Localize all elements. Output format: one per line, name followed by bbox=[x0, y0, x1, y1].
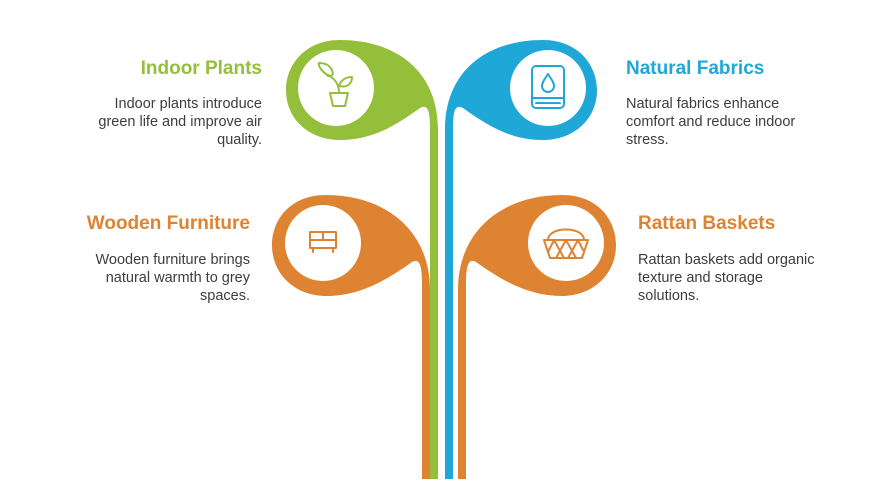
potted-plant-icon bbox=[317, 62, 353, 107]
natural-fabrics-description: Natural fabrics enhance comfort and redu… bbox=[626, 96, 796, 148]
indoor-plants-description: Indoor plants introduce green life and i… bbox=[98, 96, 262, 148]
basket-icon bbox=[543, 228, 589, 259]
indoor-plants-title: Indoor Plants bbox=[140, 58, 262, 79]
rattan-baskets-description: Rattan baskets add organic texture and s… bbox=[638, 252, 815, 304]
natural-fabrics-icon-circle bbox=[510, 50, 586, 126]
rattan-baskets-title: Rattan Baskets bbox=[638, 213, 776, 234]
wooden-furniture-description: Wooden furniture brings natural warmth t… bbox=[95, 252, 251, 304]
folded-fabric-icon bbox=[531, 65, 565, 109]
wooden-furniture-title: Wooden Furniture bbox=[86, 213, 250, 234]
wooden-furniture-icon-circle bbox=[285, 205, 361, 281]
dresser-icon bbox=[309, 231, 337, 253]
rattan-baskets-icon-circle bbox=[528, 205, 604, 281]
natural-fabrics-title: Natural Fabrics bbox=[626, 58, 765, 79]
indoor-plants-icon-circle bbox=[298, 50, 374, 126]
